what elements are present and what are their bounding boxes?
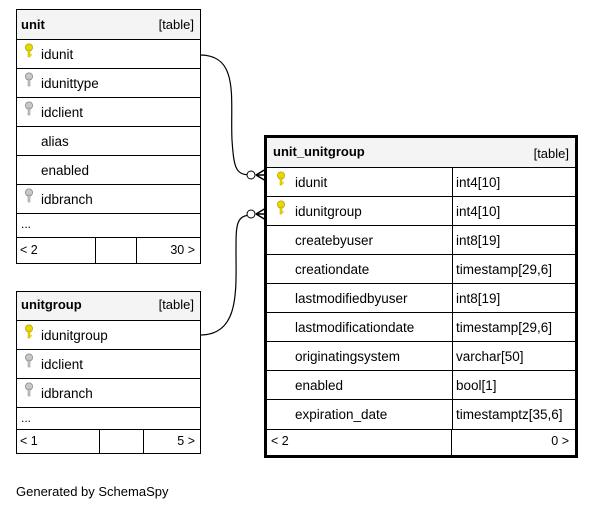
- column-row[interactable]: lastmodificationdate timestamp[29,6]: [267, 313, 575, 342]
- column-name: idunitgroup: [41, 328, 108, 343]
- generated-by-label: Generated by SchemaSpy: [16, 484, 169, 499]
- column-name: originatingsystem: [295, 349, 401, 364]
- link-unit-optional-marker: [246, 170, 256, 180]
- foreign-key-icon: [24, 185, 34, 214]
- column-type: int8[19]: [452, 226, 500, 254]
- more-columns-indicator: ...: [21, 411, 32, 425]
- table-unit-unitgroup[interactable]: unit_unitgroup [table] idunit int4[10] i…: [264, 135, 578, 458]
- more-columns-row: ...: [17, 408, 200, 429]
- children-count: 0 >: [551, 434, 569, 448]
- column-row[interactable]: lastmodifiedbyuser int8[19]: [267, 284, 575, 313]
- column-type: int4[10]: [452, 197, 500, 225]
- column-name: createbyuser: [295, 233, 374, 248]
- parents-count: < 2: [271, 434, 289, 448]
- column-row[interactable]: creationdate timestamp[29,6]: [267, 255, 575, 284]
- parents-count-cell[interactable]: < 1: [17, 430, 100, 453]
- table-footer: < 1 5 >: [17, 429, 200, 453]
- table-unit[interactable]: unit [table] idunit idunittype idclient …: [16, 9, 201, 264]
- column-name: idbranch: [41, 192, 93, 207]
- table-footer: < 2 30 >: [17, 237, 200, 263]
- children-count: 5 >: [177, 434, 195, 448]
- column-row[interactable]: idclient: [17, 350, 200, 379]
- foreign-key-icon: [24, 98, 34, 127]
- table-header: unitgroup [table]: [17, 292, 200, 321]
- column-name: lastmodificationdate: [295, 320, 415, 335]
- column-row[interactable]: idunitgroup int4[10]: [267, 197, 575, 226]
- table-header: unit_unitgroup [table]: [267, 138, 575, 168]
- column-name: idclient: [41, 357, 84, 372]
- children-count-cell[interactable]: 0 >: [452, 430, 575, 455]
- column-row[interactable]: idbranch: [17, 185, 200, 214]
- table-kind: [table]: [158, 17, 194, 32]
- column-row[interactable]: idunitgroup: [17, 321, 200, 350]
- column-name: enabled: [41, 163, 90, 178]
- column-name: idbranch: [41, 386, 93, 401]
- column-name: idunittype: [41, 76, 99, 91]
- column-type: int8[19]: [452, 284, 500, 312]
- column-row[interactable]: enabled: [17, 156, 200, 185]
- link-unitgroup-optional-marker: [246, 209, 256, 219]
- link-unitgroup-idunitgroup: [199, 214, 253, 336]
- table-unitgroup[interactable]: unitgroup [table] idunitgroup idclient i…: [16, 291, 201, 454]
- column-row[interactable]: alias: [17, 127, 200, 156]
- column-row[interactable]: createbyuser int8[19]: [267, 226, 575, 255]
- link-unit-idunit: [199, 54, 253, 176]
- children-count: 30 >: [170, 243, 195, 257]
- table-name: unit_unitgroup: [273, 144, 365, 159]
- column-type: bool[1]: [452, 371, 497, 399]
- column-row[interactable]: expiration_date timestamptz[35,6]: [267, 400, 575, 429]
- column-type: timestamptz[35,6]: [452, 400, 563, 429]
- table-header: unit [table]: [17, 10, 200, 40]
- parents-count: < 2: [20, 243, 38, 257]
- parents-count: < 1: [20, 434, 38, 448]
- column-type: timestamp[29,6]: [452, 313, 552, 341]
- parents-count-cell[interactable]: < 2: [267, 430, 452, 455]
- column-name: expiration_date: [295, 407, 388, 422]
- primary-key-icon: [24, 40, 34, 69]
- table-name: unitgroup: [21, 297, 82, 312]
- children-count-cell[interactable]: 5 >: [144, 430, 200, 453]
- column-type: int4[10]: [452, 168, 500, 196]
- foreign-key-icon: [24, 350, 34, 379]
- more-columns-row: ...: [17, 214, 200, 236]
- children-count-cell[interactable]: 30 >: [137, 238, 200, 263]
- foreign-key-icon: [24, 69, 34, 98]
- column-name: idunitgroup: [295, 204, 362, 219]
- column-type: varchar[50]: [452, 342, 524, 370]
- foreign-key-icon: [24, 379, 34, 408]
- column-list: idunit int4[10] idunitgroup int4[10] cre…: [267, 168, 575, 429]
- column-row[interactable]: idbranch: [17, 379, 200, 408]
- column-name: idunit: [295, 175, 328, 190]
- column-list: idunit idunittype idclient alias enabled…: [17, 40, 200, 236]
- table-kind: [table]: [158, 297, 194, 312]
- footer-middle-cell: [100, 430, 144, 453]
- column-type: timestamp[29,6]: [452, 255, 552, 283]
- column-row[interactable]: originatingsystem varchar[50]: [267, 342, 575, 371]
- footer-middle-cell: [96, 238, 137, 263]
- column-name: idunit: [41, 47, 74, 62]
- column-list: idunitgroup idclient idbranch ...: [17, 321, 200, 429]
- column-name: alias: [41, 134, 69, 149]
- column-name: idclient: [41, 105, 84, 120]
- parents-count-cell[interactable]: < 2: [17, 238, 96, 263]
- table-name: unit: [21, 17, 45, 32]
- column-name: creationdate: [295, 262, 370, 277]
- primary-key-icon: [276, 197, 286, 226]
- more-columns-indicator: ...: [21, 217, 32, 231]
- table-kind: [table]: [533, 146, 569, 161]
- column-row[interactable]: enabled bool[1]: [267, 371, 575, 400]
- table-footer: < 2 0 >: [267, 429, 575, 455]
- column-row[interactable]: idunittype: [17, 69, 200, 98]
- column-name: lastmodifiedbyuser: [295, 291, 408, 306]
- primary-key-icon: [276, 168, 286, 197]
- column-name: enabled: [295, 378, 344, 393]
- column-row[interactable]: idunit: [17, 40, 200, 69]
- primary-key-icon: [24, 321, 34, 350]
- column-row[interactable]: idunit int4[10]: [267, 168, 575, 197]
- column-row[interactable]: idclient: [17, 98, 200, 127]
